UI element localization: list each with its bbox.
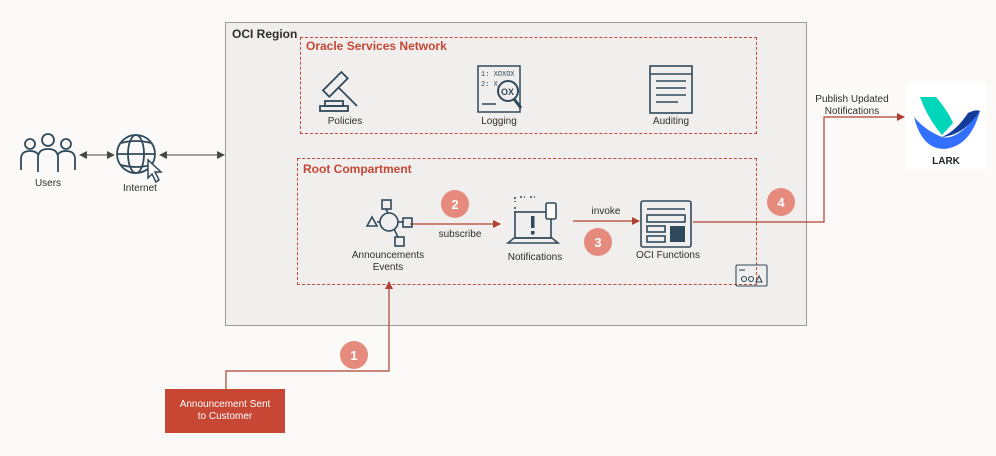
announcement-sent-box: Announcement Sent to Customer xyxy=(165,389,285,433)
announcements-label-line: Announcements xyxy=(351,250,425,261)
events-label-line: Events xyxy=(372,262,404,273)
logging-label: Logging xyxy=(481,116,517,127)
announcement-sent-line-2: to Customer xyxy=(197,411,253,422)
invoke-label: invoke xyxy=(591,206,621,217)
auditing-label: Auditing xyxy=(652,116,690,127)
oci-functions-block xyxy=(670,226,685,242)
announcement-to-events-connector xyxy=(225,281,393,389)
publish-label-line-2: Notifications xyxy=(824,106,880,117)
logging-icon-ox: OX xyxy=(501,87,514,97)
lark-label: LARK xyxy=(932,156,960,167)
events-icon xyxy=(365,199,413,247)
oci-functions-label: OCI Functions xyxy=(636,250,700,261)
step-4-badge: 4 xyxy=(767,188,795,216)
lark-bird-icon xyxy=(914,97,980,149)
step-1-badge: 1 xyxy=(340,341,368,369)
notifications-label: Notifications xyxy=(507,252,563,263)
notification-exclaim-dot xyxy=(531,231,535,235)
compartment-badge-icon xyxy=(735,264,768,287)
cursor-icon xyxy=(147,158,163,184)
subscribe-label: subscribe xyxy=(438,229,482,240)
logging-icon xyxy=(477,65,523,113)
logging-icon-line-2: 2: X xyxy=(481,81,499,89)
root-compartment-title: Root Compartment xyxy=(303,162,412,176)
notification-exclaim-bar xyxy=(531,216,535,228)
oracle-services-network-title: Oracle Services Network xyxy=(306,39,447,53)
oci-region-title: OCI Region xyxy=(232,27,298,41)
oci-region-container xyxy=(225,22,807,326)
policies-label: Policies xyxy=(327,116,363,127)
step-3-badge: 3 xyxy=(584,228,612,256)
policies-gavel-icon xyxy=(319,70,358,112)
oci-functions-icon xyxy=(640,200,692,248)
functions-to-lark-connector xyxy=(693,113,905,223)
publish-label-line-1: Publish Updated xyxy=(815,94,889,105)
users-icon xyxy=(20,133,76,172)
internet-label: Internet xyxy=(123,183,157,194)
publish-notifications-label: Publish Updated Notifications xyxy=(800,94,904,118)
notifications-laptop-icon xyxy=(505,196,561,244)
announcements-events-label: Announcements Events xyxy=(340,250,436,274)
lark-logo xyxy=(906,83,986,169)
logging-icon-line-1: 1: XOXOX xyxy=(481,71,515,79)
announcement-sent-line-1: Announcement Sent xyxy=(179,399,271,410)
step-2-badge: 2 xyxy=(441,190,469,218)
oracle-services-network-container xyxy=(300,37,757,134)
auditing-document-icon xyxy=(649,65,693,114)
users-label: Users xyxy=(34,178,62,189)
